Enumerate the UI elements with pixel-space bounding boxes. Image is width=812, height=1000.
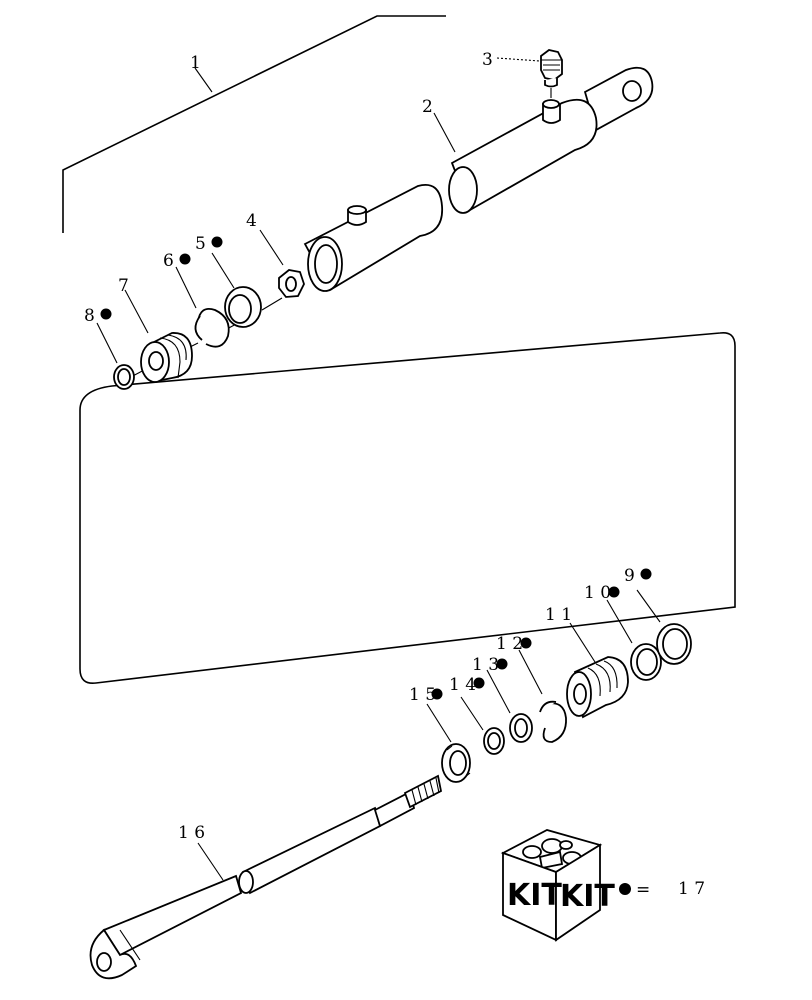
callout-6: 6 (163, 251, 191, 271)
svg-text:6: 6 (163, 251, 174, 271)
svg-text:7: 7 (118, 276, 129, 296)
svg-text:1 4: 1 4 (449, 675, 476, 695)
callout-10: 1 0 (584, 583, 620, 603)
bullet-icon (640, 568, 652, 580)
svg-text:8: 8 (84, 306, 95, 326)
callout-2: 2 (422, 97, 433, 117)
bolt-part (540, 49, 563, 88)
callout-3: 3 (482, 50, 493, 70)
assembly-bracket (62, 15, 446, 233)
svg-text:1: 1 (190, 53, 201, 73)
bullet-icon (520, 637, 532, 649)
bullet-icon (179, 253, 191, 265)
svg-text:1 6: 1 6 (178, 823, 205, 843)
gland-11 (566, 656, 629, 719)
callout-9: 9 (624, 566, 652, 586)
backup-ring-12 (539, 700, 567, 743)
kit-box-icon: KIT KIT (500, 829, 615, 942)
bullet-icon (100, 308, 112, 320)
svg-text:1 3: 1 3 (472, 655, 499, 675)
svg-text:4: 4 (246, 211, 257, 231)
callout-12: 1 2 (496, 634, 532, 654)
svg-text:=: = (636, 880, 650, 900)
callout-15: 1 5 (409, 685, 443, 705)
svg-text:1 1: 1 1 (545, 605, 572, 625)
leader-lines (96, 57, 661, 881)
barrel-part (303, 66, 654, 292)
bullet-icon (211, 236, 223, 248)
svg-text:1 5: 1 5 (409, 685, 436, 705)
rod-part (89, 774, 443, 980)
wiper-15 (441, 743, 471, 783)
o-ring-10 (630, 643, 662, 681)
seal-14 (483, 727, 505, 755)
o-ring-9 (656, 623, 692, 665)
bullet-icon (496, 658, 508, 670)
svg-text:2: 2 (422, 97, 433, 117)
svg-text:9: 9 (624, 566, 635, 586)
svg-text:1 7: 1 7 (678, 879, 705, 899)
backup-ring-6 (194, 307, 230, 348)
callout-8: 8 (84, 306, 112, 326)
bullet-icon (431, 688, 443, 700)
svg-text:3: 3 (482, 50, 493, 70)
seal-13 (509, 713, 533, 743)
bullet-icon (473, 677, 485, 689)
callout-5: 5 (195, 234, 223, 254)
callout-14: 1 4 (449, 675, 485, 695)
svg-text:1 2: 1 2 (496, 634, 523, 654)
o-ring-8 (113, 364, 135, 390)
kit-legend: = 1 7 (619, 879, 705, 900)
callout-1: 1 (190, 53, 201, 73)
bullet-icon (608, 586, 620, 598)
svg-text:KIT: KIT (560, 879, 615, 914)
svg-text:1 0: 1 0 (584, 583, 611, 603)
svg-text:5: 5 (195, 234, 206, 254)
nut-part (278, 269, 305, 298)
svg-text:KIT: KIT (507, 878, 562, 913)
piston-part (140, 332, 193, 384)
callout-16: 1 6 (178, 823, 205, 843)
callout-11: 1 1 (545, 605, 572, 625)
bullet-icon (619, 883, 631, 895)
seal-ring-5 (224, 286, 262, 328)
seal-kit-outline (79, 331, 736, 685)
callout-13: 1 3 (472, 655, 508, 675)
callout-4: 4 (246, 211, 257, 231)
callout-7: 7 (118, 276, 129, 296)
